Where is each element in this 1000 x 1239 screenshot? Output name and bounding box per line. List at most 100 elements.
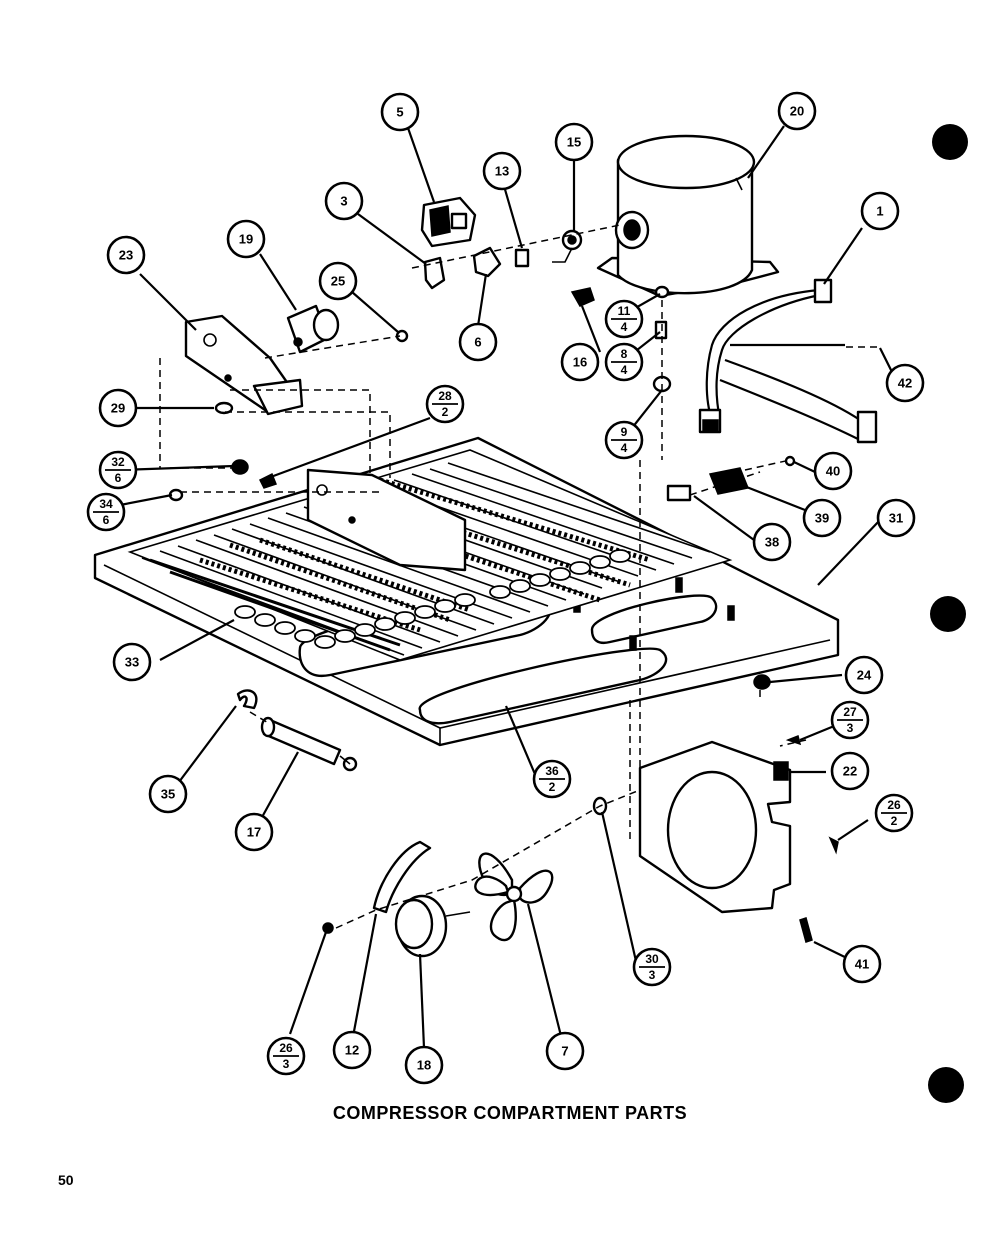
drier-part: [260, 716, 358, 772]
callout-36-2-top: 36: [545, 764, 559, 778]
callout-11-4-bottom: 4: [621, 320, 628, 334]
callout-28-2: 28 2: [425, 384, 465, 424]
callout-22-label: 22: [843, 764, 857, 779]
callout-32-6-bottom: 6: [115, 471, 122, 485]
spring-41-part: [799, 917, 813, 943]
callout-41-label: 41: [855, 957, 869, 972]
screw-motor-part: [322, 922, 334, 934]
callout-25: 25: [318, 261, 358, 301]
screw-26-part: [828, 836, 839, 855]
callout-3-label: 3: [340, 194, 347, 209]
callout-42: 42: [885, 363, 925, 403]
callout-11-4: 11 4: [604, 299, 644, 339]
callout-26-2: 26 2: [874, 793, 914, 833]
callout-3: 3: [324, 181, 364, 221]
callout-26-2-top: 26: [887, 798, 901, 812]
callout-38: 38: [752, 522, 792, 562]
callout-16: 16: [560, 342, 600, 382]
callout-39-label: 39: [815, 511, 829, 526]
callout-30-3-top: 30: [645, 952, 659, 966]
callout-35-label: 35: [161, 787, 175, 802]
callout-30-3: 30 3: [632, 947, 672, 987]
callout-15: 15: [554, 122, 594, 162]
callout-23: 23: [106, 235, 146, 275]
binder-hole-bottom: [928, 1067, 964, 1103]
callout-30-3-bottom: 3: [649, 968, 656, 982]
callout-26-3-bottom: 3: [283, 1057, 290, 1071]
callout-20-label: 20: [790, 104, 804, 119]
grommet-part: [514, 248, 530, 268]
clamp-part: [236, 689, 258, 710]
callout-7: 7: [545, 1031, 585, 1071]
callout-6: 6: [458, 322, 498, 362]
diagram-title: COMPRESSOR COMPARTMENT PARTS: [332, 1103, 688, 1123]
callout-36-2-bottom: 2: [549, 780, 556, 794]
callout-33-label: 33: [125, 655, 139, 670]
callout-18: 18: [404, 1045, 444, 1085]
callout-27-3-bottom: 3: [847, 721, 854, 735]
screw-40-part: [784, 455, 796, 467]
callout-1: 1: [860, 191, 900, 231]
condenser-coil-part: [127, 449, 733, 661]
wire-harness-part: [698, 278, 878, 444]
callout-38-label: 38: [765, 535, 779, 550]
callout-27-3: 27 3: [830, 700, 870, 740]
callout-22: 22: [830, 751, 870, 791]
callout-8-4-bottom: 4: [621, 363, 628, 377]
callout-15-label: 15: [567, 135, 581, 150]
bracket-16-part: [570, 287, 595, 307]
callout-11-4-top: 11: [618, 304, 631, 318]
callout-34-6-top: 34: [99, 497, 113, 511]
callout-12-label: 12: [345, 1043, 359, 1058]
callout-5-label: 5: [396, 105, 403, 120]
callout-13: 13: [482, 151, 522, 191]
callout-5: 5: [380, 92, 420, 132]
relay-part: [420, 196, 477, 248]
callout-33: 33: [112, 642, 152, 682]
callout-28-2-top: 28: [438, 389, 452, 403]
callout-24-label: 24: [857, 668, 872, 683]
callout-31-label: 31: [889, 511, 903, 526]
temperature-control-part: [286, 304, 340, 354]
clip-part: [423, 256, 446, 290]
page-number: 50: [58, 1172, 74, 1188]
cover-part: [472, 246, 502, 278]
callout-9-4-bottom: 4: [621, 441, 628, 455]
callout-26-3-top: 26: [279, 1041, 293, 1055]
screw-29-part: [214, 401, 234, 415]
callout-40-label: 40: [826, 464, 840, 479]
callout-19: 19: [226, 219, 266, 259]
assembly-lines: [159, 224, 880, 929]
grommet-24-part: [753, 674, 771, 690]
callout-8-4-top: 8: [621, 347, 628, 361]
callout-20: 20: [777, 91, 817, 131]
callout-41: 41: [842, 944, 882, 984]
binder-hole-middle: [930, 596, 966, 632]
callout-39: 39: [802, 498, 842, 538]
callout-42-label: 42: [898, 376, 912, 391]
callout-27-3-top: 27: [843, 705, 857, 719]
callout-6-label: 6: [474, 335, 481, 350]
callout-9-4: 9 4: [604, 420, 644, 460]
binder-holes: [928, 124, 968, 1103]
callout-25-label: 25: [331, 274, 345, 289]
callout-34-6: 34 6: [86, 492, 126, 532]
fan-shroud-part: [638, 740, 792, 914]
callout-17-label: 17: [247, 825, 261, 840]
spacer-32-part: [231, 459, 249, 475]
callout-23-label: 23: [119, 248, 133, 263]
fan-motor-part: [394, 894, 471, 958]
callout-1-label: 1: [876, 204, 883, 219]
callout-17: 17: [234, 812, 274, 852]
callout-26-3: 26 3: [266, 1036, 306, 1076]
callout-8-4: 8 4: [604, 342, 644, 382]
control-bracket-part: [184, 314, 304, 416]
terminal-block-38-part: [666, 484, 692, 502]
callout-12: 12: [332, 1030, 372, 1070]
binder-hole-top: [932, 124, 968, 160]
callout-34-6-bottom: 6: [103, 513, 110, 527]
callout-29-label: 29: [111, 401, 125, 416]
callout-13-label: 13: [495, 164, 509, 179]
callout-40: 40: [813, 451, 853, 491]
